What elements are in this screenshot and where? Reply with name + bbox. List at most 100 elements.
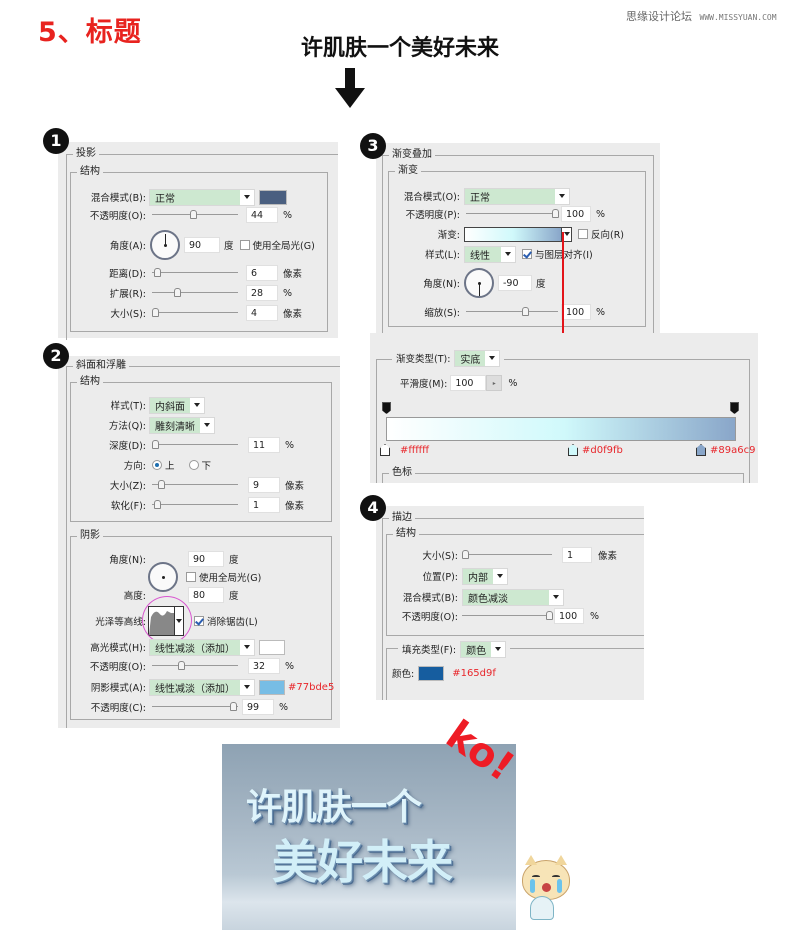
reverse-checkbox[interactable] [578, 229, 588, 239]
size-unit: 像素 [598, 551, 618, 562]
gradient-type-value: 实底 [455, 350, 486, 366]
structure-group: 结构 [70, 376, 332, 522]
depth-slider[interactable] [152, 440, 238, 450]
spread-slider[interactable] [152, 288, 238, 298]
opacity-label: 不透明度(P): [405, 210, 460, 221]
group-title: 结构 [77, 166, 103, 178]
soften-label: 软化(F): [110, 501, 146, 512]
altitude-unit: 度 [229, 591, 239, 602]
distance-unit: 像素 [283, 269, 303, 280]
opacity-input[interactable]: 44 [246, 207, 278, 223]
result-preview-image: 许肌肤一个 美好未来 [222, 744, 516, 930]
opacity-stop-left[interactable] [382, 402, 391, 414]
color-stop-3[interactable] [696, 444, 706, 456]
chevron-down-icon[interactable] [562, 226, 572, 242]
stroke-color-hex: #165d9f [452, 667, 496, 679]
reverse-label: 反向(R) [591, 230, 625, 241]
blend-mode-select[interactable]: 正常 [149, 188, 255, 206]
shadow-color-swatch[interactable] [259, 189, 287, 205]
watermark-site: 思缘设计论坛 [626, 10, 692, 23]
soften-input[interactable]: 1 [248, 497, 280, 513]
size-input[interactable]: 1 [562, 547, 592, 563]
global-light-checkbox[interactable] [239, 240, 250, 250]
opacity-unit: % [590, 610, 600, 622]
shading-angle-label: 角度(N): [109, 555, 146, 566]
size-input[interactable]: 9 [248, 477, 280, 493]
color-label: 颜色: [392, 669, 415, 680]
shadow-opacity-input[interactable]: 99 [242, 699, 274, 715]
stroke-section: 描边 [382, 512, 644, 700]
soften-slider[interactable] [152, 500, 238, 510]
color-stop-1-hex: #ffffff [400, 445, 430, 456]
highlight-mode-select[interactable]: 线性减淡（添加） [149, 638, 255, 656]
opacity-slider[interactable] [462, 611, 553, 621]
opacity-input[interactable]: 100 [561, 206, 591, 222]
shadow-mode-select[interactable]: 线性减淡（添加） [149, 678, 255, 696]
opacity-slider[interactable] [466, 209, 559, 219]
bevel-emboss-panel: 斜面和浮雕 结构 样式(T): 内斜面 方法(Q): 雕刻清晰 深度(D): 1… [58, 356, 340, 728]
opacity-slider[interactable] [152, 210, 238, 220]
distance-input[interactable]: 6 [246, 265, 278, 281]
smoothness-input[interactable]: 100 [450, 375, 487, 391]
shading-group: 阴影 [70, 530, 332, 720]
technique-select[interactable]: 雕刻清晰 [149, 416, 215, 434]
technique-label: 方法(Q): [108, 421, 146, 432]
angle-input[interactable]: -90 [498, 275, 532, 291]
blend-mode-select[interactable]: 颜色减淡 [462, 588, 564, 606]
shadow-opacity-slider[interactable] [152, 702, 238, 712]
blend-mode-label: 混合模式(B): [90, 193, 146, 204]
altitude-label: 高度: [123, 591, 146, 602]
highlight-opacity-slider[interactable] [152, 661, 238, 671]
scale-input[interactable]: 100 [561, 304, 591, 320]
connector-line [562, 232, 564, 408]
down-arrow-icon [335, 68, 365, 110]
direction-up-radio[interactable] [152, 460, 162, 470]
color-stop-1[interactable] [380, 444, 390, 456]
opacity-stop-right[interactable] [730, 402, 739, 414]
highlight-opacity-input[interactable]: 32 [248, 658, 280, 674]
style-select[interactable]: 线性 [464, 245, 516, 263]
scale-slider[interactable] [466, 307, 558, 317]
position-select[interactable]: 内部 [462, 567, 508, 585]
gradient-editor-group [376, 359, 750, 483]
gradient-preview[interactable] [464, 226, 562, 242]
direction-down-radio[interactable] [188, 460, 199, 470]
blend-mode-label: 混合模式(B): [402, 593, 458, 604]
size-slider[interactable] [152, 480, 238, 490]
depth-input[interactable]: 11 [248, 437, 280, 453]
fill-type-select[interactable]: 颜色 [460, 640, 507, 658]
blend-mode-select[interactable]: 正常 [464, 187, 570, 205]
size-slider[interactable] [152, 308, 238, 318]
angle-dial[interactable] [464, 268, 494, 298]
style-value: 内斜面 [150, 397, 190, 413]
opacity-input[interactable]: 100 [554, 608, 584, 624]
smoothness-unit: % [508, 377, 518, 389]
fill-type-label: 填充类型(F): [402, 645, 457, 656]
shading-global-light-checkbox[interactable] [186, 572, 196, 582]
color-stop-2[interactable] [568, 444, 578, 456]
shading-angle-dial[interactable] [148, 562, 178, 592]
spread-input[interactable]: 28 [246, 285, 278, 301]
fan-icon [530, 896, 554, 920]
highlight-circle [142, 596, 192, 644]
gradient-type-select[interactable]: 实底 [454, 349, 501, 367]
angle-input[interactable]: 90 [184, 237, 220, 253]
gradient-bar[interactable] [386, 417, 736, 441]
shading-angle-input[interactable]: 90 [188, 551, 224, 567]
highlight-mode-label: 高光模式(H): [90, 643, 146, 654]
headline: 许肌肤一个美好未来 [50, 30, 750, 62]
size-slider[interactable] [462, 550, 552, 560]
align-layer-checkbox[interactable] [522, 249, 532, 259]
altitude-input[interactable]: 80 [188, 587, 224, 603]
size-input[interactable]: 4 [246, 305, 278, 321]
anti-alias-checkbox[interactable] [194, 616, 204, 626]
angle-dial[interactable] [150, 230, 180, 260]
distance-slider[interactable] [152, 268, 238, 278]
smoothness-stepper[interactable]: ▸ [486, 375, 503, 391]
chevron-down-icon [240, 679, 254, 695]
style-select[interactable]: 内斜面 [149, 396, 205, 414]
stroke-color-swatch[interactable] [418, 665, 445, 681]
shadow-color-swatch[interactable] [259, 679, 285, 695]
highlight-color-swatch[interactable] [259, 639, 285, 655]
group-title: 结构 [393, 528, 419, 540]
